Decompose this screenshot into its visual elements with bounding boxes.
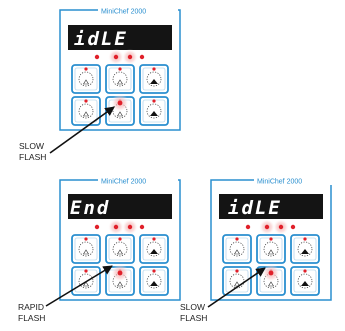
dial-icon [146, 103, 162, 119]
display-screen [219, 194, 323, 219]
dial-icon [229, 241, 245, 257]
display-screen [68, 25, 172, 50]
pointer-arrow [49, 106, 115, 154]
panel-button-0[interactable] [71, 234, 101, 264]
button-grid [71, 64, 169, 126]
dial-icon [78, 103, 94, 119]
panel-button-2[interactable] [139, 234, 169, 264]
panel-caption-line2: FLASH [180, 313, 207, 323]
dial-icon [297, 273, 313, 289]
title-mask [254, 176, 334, 185]
button-led [152, 237, 156, 241]
display-readout: idLE [228, 197, 282, 219]
button-led [84, 237, 88, 241]
led-indicator [264, 224, 270, 230]
dial-icon [297, 241, 313, 257]
button-led [303, 269, 307, 273]
button-led [152, 99, 156, 103]
panel-caption-line2: FLASH [18, 313, 45, 323]
panel-button-5[interactable] [139, 266, 169, 296]
button-led [118, 237, 122, 241]
led-indicator [94, 224, 100, 230]
button-grid [71, 234, 169, 296]
pointer-arrow [45, 265, 113, 307]
dial-icon [146, 241, 162, 257]
dial-icon [112, 273, 128, 289]
led-indicator [278, 224, 284, 230]
dial-icon [78, 273, 94, 289]
panel-button-5[interactable] [139, 96, 169, 126]
panel-button-0[interactable] [71, 64, 101, 94]
dial-icon [112, 241, 128, 257]
button-led [84, 269, 88, 273]
pointer-arrow [207, 267, 266, 308]
panel-button-4[interactable] [105, 264, 135, 296]
control-panel-top: MiniChef 2000 idLE SLOW FLASH [19, 6, 181, 162]
panel-button-1[interactable] [256, 234, 286, 264]
button-led [152, 67, 156, 71]
button-led-flashing [268, 270, 274, 276]
panel-button-1[interactable] [105, 64, 135, 94]
led-row [94, 49, 145, 65]
button-led [235, 269, 239, 273]
led-row [245, 219, 296, 235]
panel-caption-line2: FLASH [19, 152, 46, 162]
panel-button-3[interactable] [71, 96, 101, 126]
led-indicator [127, 224, 133, 230]
led-indicator [94, 54, 100, 60]
led-indicator [127, 54, 133, 60]
panel-button-5[interactable] [290, 266, 320, 296]
panel-title: MiniChef 2000 [101, 9, 146, 16]
panel-caption-line1: SLOW [19, 141, 44, 151]
panel-button-4[interactable] [105, 94, 135, 126]
dial-icon [263, 241, 279, 257]
display-readout: idLE [74, 28, 128, 50]
dial-icon [263, 273, 279, 289]
panel-button-1[interactable] [105, 234, 135, 264]
button-led-flashing [117, 270, 123, 276]
dial-icon [78, 241, 94, 257]
led-indicator [245, 224, 251, 230]
panel-title: MiniChef 2000 [101, 179, 146, 186]
panel-button-4[interactable] [256, 264, 286, 296]
dial-icon [146, 273, 162, 289]
dial-icon [112, 71, 128, 87]
button-led [118, 67, 122, 71]
control-panel-bottom-right: MiniChef 2000 idLE SLOW FLASH [180, 176, 334, 323]
led-row [94, 219, 145, 235]
button-led [152, 269, 156, 273]
button-led [303, 237, 307, 241]
button-grid [222, 234, 320, 296]
panel-button-2[interactable] [290, 234, 320, 264]
display-screen [68, 194, 172, 219]
button-led [269, 237, 273, 241]
led-indicator [139, 224, 145, 230]
panel-button-2[interactable] [139, 64, 169, 94]
panel-title: MiniChef 2000 [257, 179, 302, 186]
led-indicator [113, 224, 119, 230]
button-led [84, 99, 88, 103]
led-indicator [290, 224, 296, 230]
title-mask [98, 6, 178, 15]
panel-caption-line1: SLOW [180, 302, 205, 312]
panel-button-0[interactable] [222, 234, 252, 264]
dial-icon [146, 71, 162, 87]
display-readout: End [70, 197, 110, 219]
button-led [84, 67, 88, 71]
led-indicator [139, 54, 145, 60]
control-panel-bottom-left: MiniChef 2000 End RAPID FLASH [18, 176, 181, 323]
button-led-flashing [117, 100, 123, 106]
panel-caption-line1: RAPID [18, 302, 44, 312]
led-indicator [113, 54, 119, 60]
button-led [235, 237, 239, 241]
dial-icon [78, 71, 94, 87]
title-mask [98, 176, 178, 185]
